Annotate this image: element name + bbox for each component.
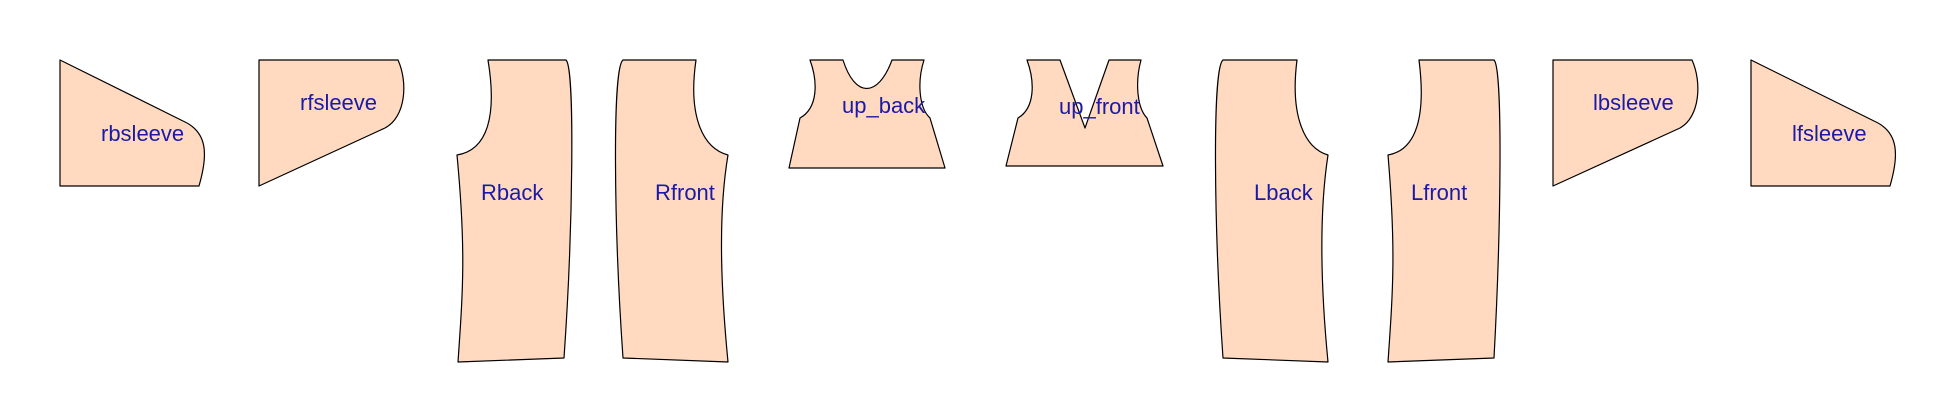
piece-Rback: Rback: [456, 59, 573, 363]
piece-Lback-label: Lback: [1254, 180, 1314, 205]
piece-rfsleeve: rfsleeve: [258, 59, 405, 187]
piece-rbsleeve-label: rbsleeve: [101, 121, 184, 146]
piece-Rback-shape: [456, 59, 573, 363]
piece-lfsleeve-label: lfsleeve: [1792, 121, 1867, 146]
piece-lbsleeve-shape: [1552, 59, 1699, 187]
piece-Rback-label: Rback: [481, 180, 544, 205]
piece-up_front: up_front: [1005, 59, 1164, 167]
piece-rfsleeve-label: rfsleeve: [300, 90, 377, 115]
piece-rbsleeve-shape: [59, 59, 206, 187]
piece-up_front-label: up_front: [1059, 94, 1140, 119]
piece-up_back: up_back: [788, 59, 946, 169]
piece-Lfront-label: Lfront: [1411, 180, 1467, 205]
piece-Lback: Lback: [1214, 59, 1329, 363]
piece-up_back-label: up_back: [842, 93, 926, 118]
piece-lbsleeve: lbsleeve: [1552, 59, 1699, 187]
piece-rbsleeve: rbsleeve: [59, 59, 206, 187]
piece-Lfront: Lfront: [1387, 59, 1501, 363]
piece-Rfront: Rfront: [614, 59, 729, 363]
piece-up_back-shape: [788, 59, 946, 169]
piece-up_front-shape: [1005, 59, 1164, 167]
piece-lbsleeve-label: lbsleeve: [1593, 90, 1674, 115]
piece-Rfront-label: Rfront: [655, 180, 715, 205]
piece-Rfront-shape: [614, 59, 729, 363]
piece-lfsleeve-shape: [1750, 59, 1897, 187]
piece-Lback-shape: [1214, 59, 1329, 363]
piece-rfsleeve-shape: [258, 59, 405, 187]
piece-Lfront-shape: [1387, 59, 1501, 363]
piece-lfsleeve: lfsleeve: [1750, 59, 1897, 187]
